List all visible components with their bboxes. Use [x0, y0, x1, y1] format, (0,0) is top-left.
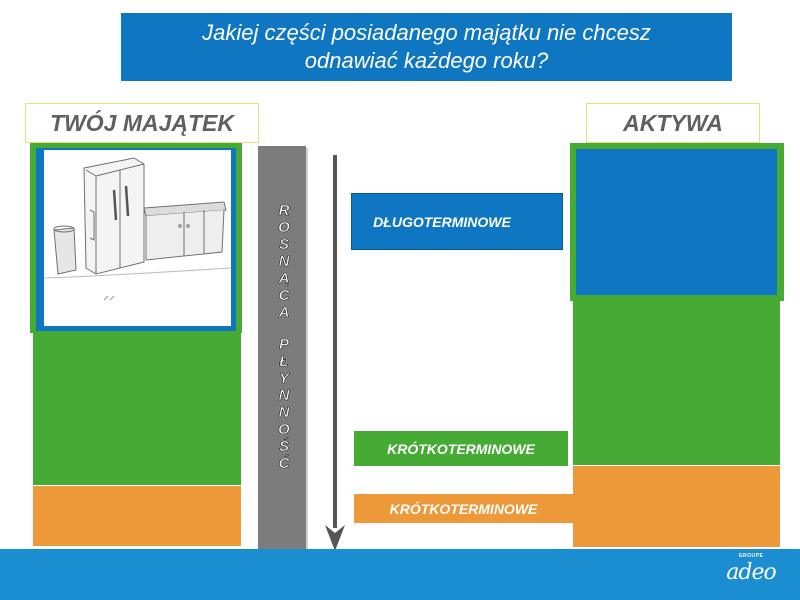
liquidity-word-rosnaca: R O S N Ą C A: [278, 202, 290, 322]
liquidity-bar: [258, 146, 306, 551]
right-header-text: AKTYWA: [623, 109, 723, 136]
arrow-shaft: [333, 155, 337, 528]
fridge-sketch-image: [43, 150, 232, 326]
left-green-block: [33, 333, 241, 485]
title-banner: Jakiej części posiadanego majątku nie ch…: [121, 13, 732, 81]
label-short-term-orange: KRÓTKOTERMINOWE: [354, 494, 573, 523]
right-column-header: AKTYWA: [586, 103, 760, 143]
adeo-logo: adeo: [726, 560, 776, 585]
label-short-term-green: KRÓTKOTERMINOWE: [354, 431, 568, 466]
liquidity-word-plynnosc: P Ł Y N N O Ś Ć: [278, 336, 290, 473]
left-header-text: TWÓJ MAJĄTEK: [50, 109, 234, 136]
right-green-block: [573, 301, 780, 465]
label-short-term-green-text: KRÓTKOTERMINOWE: [387, 440, 535, 457]
label-long-term-text: DŁUGOTERMINOWE: [373, 213, 511, 230]
label-short-term-orange-text: KRÓTKOTERMINOWE: [389, 500, 538, 517]
footer-band: [0, 549, 800, 600]
label-long-term: DŁUGOTERMINOWE: [351, 193, 563, 250]
right-blue-block: [576, 149, 777, 295]
arrow-down-icon: [325, 525, 345, 551]
title-text: Jakiej części posiadanego majątku nie ch…: [202, 20, 651, 73]
left-orange-block: [33, 486, 241, 546]
right-orange-block: [573, 466, 780, 547]
left-column-header: TWÓJ MAJĄTEK: [25, 103, 259, 143]
logo-groupe-text: GROUPE: [738, 553, 764, 559]
